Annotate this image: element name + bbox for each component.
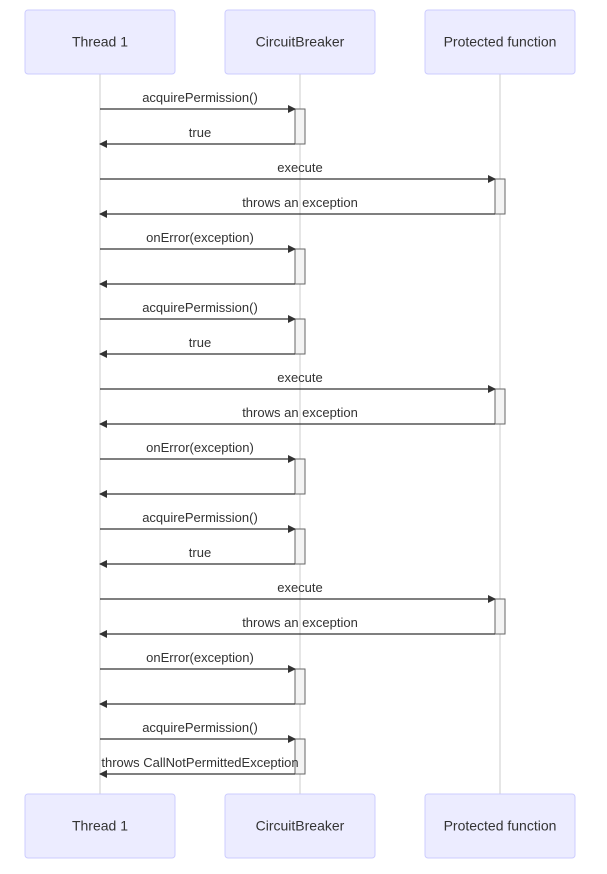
activation-bar-cb: [294, 528, 306, 565]
actor-label: Protected function: [444, 34, 557, 50]
message-label: true: [189, 545, 211, 560]
actor-box: [424, 793, 576, 859]
activation-bar-pf: [494, 598, 506, 635]
message-label: execute: [277, 370, 323, 385]
actor-box: [424, 9, 576, 75]
actor-label: CircuitBreaker: [256, 818, 345, 834]
activation-bar-pf: [494, 178, 506, 215]
actor-box: [224, 9, 376, 75]
actor-pf-top: Protected function: [424, 9, 576, 75]
message-label: acquirePermission(): [142, 510, 258, 525]
activation-bar-cb: [294, 738, 306, 775]
activation-bar-cb: [294, 668, 306, 705]
message-label: throws an exception: [242, 195, 358, 210]
activation-bar-pf: [494, 388, 506, 425]
message-label: acquirePermission(): [142, 90, 258, 105]
message-label: throws an exception: [242, 615, 358, 630]
actor-label: Thread 1: [72, 34, 128, 50]
message-label: onError(exception): [146, 440, 254, 455]
message-label: onError(exception): [146, 650, 254, 665]
messages: acquirePermission() true execute throws an …: [99, 90, 496, 778]
actor-cb-top: CircuitBreaker: [224, 9, 376, 75]
actor-cb-bottom: CircuitBreaker: [224, 793, 376, 859]
actor-pf-bottom: Protected function: [424, 793, 576, 859]
activation-bars: [294, 108, 506, 775]
message-label: throws an exception: [242, 405, 358, 420]
message-label: true: [189, 125, 211, 140]
activation-bar-cb: [294, 318, 306, 355]
actor-box: [24, 9, 176, 75]
actor-box: [224, 793, 376, 859]
message-label: execute: [277, 580, 323, 595]
message-label: execute: [277, 160, 323, 175]
message-label: onError(exception): [146, 230, 254, 245]
message-label: true: [189, 335, 211, 350]
activation-bar-cb: [294, 458, 306, 495]
actor-label: CircuitBreaker: [256, 34, 345, 50]
actor-label: Thread 1: [72, 818, 128, 834]
actor-box: [24, 793, 176, 859]
message-label: acquirePermission(): [142, 300, 258, 315]
activation-bar-cb: [294, 248, 306, 285]
actor-thread-top: Thread 1: [24, 9, 176, 75]
message-label: throws CallNotPermittedException: [101, 755, 298, 770]
message-label: acquirePermission(): [142, 720, 258, 735]
activation-bar-cb: [294, 108, 306, 145]
actor-thread-bottom: Thread 1: [24, 793, 176, 859]
actor-label: Protected function: [444, 818, 557, 834]
